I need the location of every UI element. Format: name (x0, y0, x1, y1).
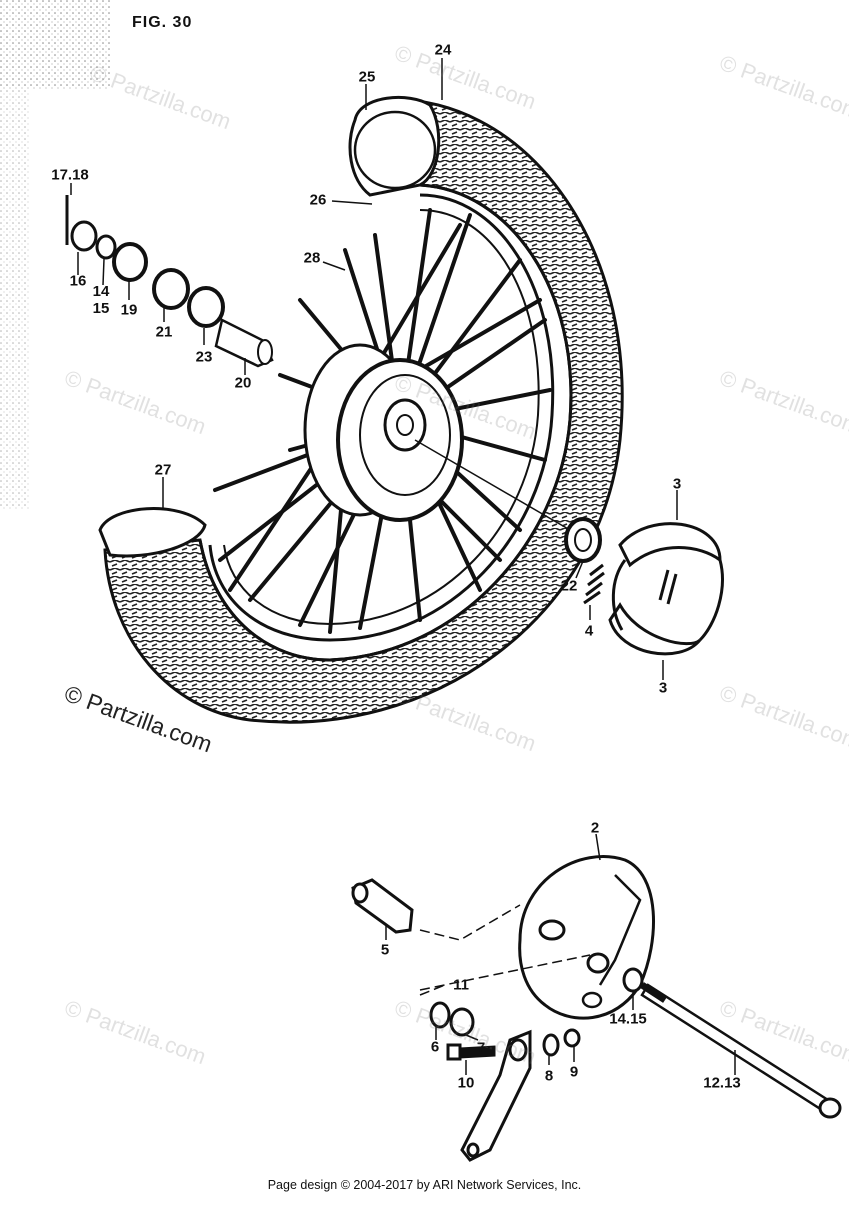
washer-guide-line (419, 954, 591, 996)
callout-4: 4 (584, 622, 594, 640)
callout-12-13: 12.13 (703, 1074, 741, 1092)
callout-16: 16 (69, 272, 87, 290)
callout-20: 20 (234, 374, 252, 392)
callout-14-15-lower: 14.15 (609, 1010, 647, 1028)
bolt-10 (446, 1043, 496, 1061)
callout-10: 10 (457, 1074, 475, 1092)
cam-lever (460, 1029, 532, 1162)
axle (640, 982, 842, 1119)
callout-25: 25 (358, 68, 376, 86)
brake-cam (351, 878, 414, 934)
tube-end-lower (98, 507, 207, 558)
callout-28: 28 (303, 249, 321, 267)
callout-11: 11 (453, 976, 469, 994)
callout-21: 21 (155, 323, 173, 341)
tube-cap (353, 110, 437, 190)
rim (208, 193, 555, 642)
callout-17-18: 17.18 (51, 166, 89, 184)
washer-7 (449, 1007, 475, 1037)
callout-2: 2 (590, 819, 600, 837)
callout-24: 24 (434, 41, 452, 59)
washer-14-15 (622, 967, 644, 993)
bearing-stack (65, 195, 274, 368)
callout-6: 6 (430, 1038, 440, 1056)
callout-14-15-upper: 14 15 (92, 282, 110, 317)
scan-noise (0, 0, 110, 510)
page-footer: Page design © 2004-2017 by ARI Network S… (267, 1178, 582, 1192)
bearing-22 (564, 517, 602, 563)
callout-23: 23 (195, 348, 213, 366)
axle-guide-line (414, 439, 571, 531)
spring-4 (583, 563, 605, 605)
callout-26: 26 (309, 191, 327, 209)
cam-guide-line (419, 904, 521, 941)
washer-8 (542, 1033, 560, 1057)
tire (103, 98, 624, 724)
brake-panel (518, 855, 655, 1020)
callout-5: 5 (380, 941, 390, 959)
callout-27: 27 (154, 461, 172, 479)
callout-7: 7 (476, 1039, 486, 1057)
callout-8: 8 (544, 1067, 554, 1085)
brake-shoes (608, 522, 724, 656)
callout-22: 22 (560, 577, 578, 595)
hub (303, 343, 464, 522)
nut-9 (563, 1028, 581, 1048)
callout-19: 19 (120, 301, 138, 319)
leader-lines (70, 58, 736, 1075)
washer-6 (429, 1001, 451, 1029)
callout-3-lower: 3 (658, 679, 668, 697)
figure-title: FIG. 30 (132, 14, 193, 31)
callout-9: 9 (569, 1063, 579, 1081)
callout-3-upper: 3 (672, 475, 682, 493)
